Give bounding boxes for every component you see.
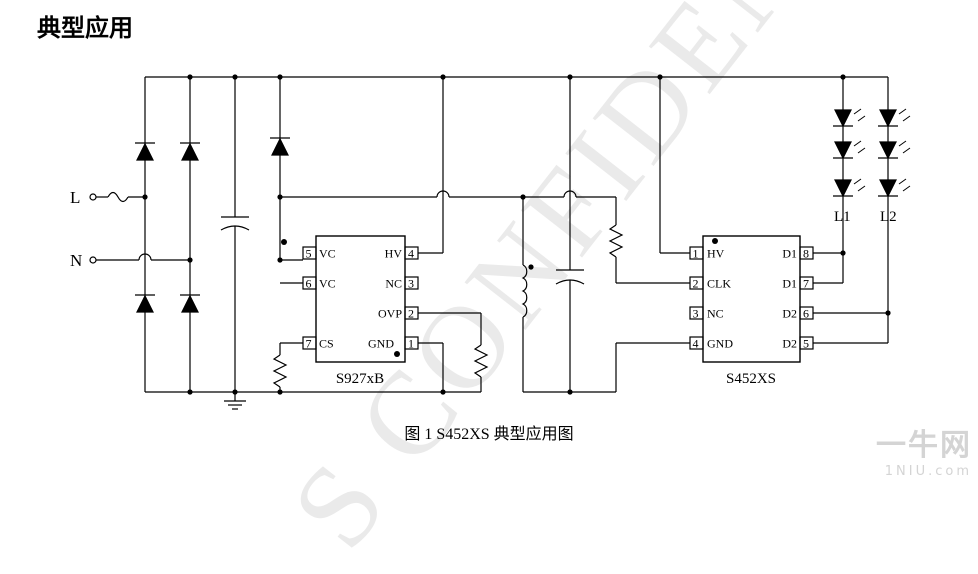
ic-s452xs-body (702, 235, 801, 363)
ic-left-pin-label: NC (385, 277, 402, 291)
supply-diode (271, 137, 289, 156)
ic-right-pin-label: D2 (782, 337, 797, 351)
junction-dots (142, 74, 891, 395)
ic-left-pin-label: CS (319, 337, 334, 351)
ic-right-pin-label: HV (707, 247, 725, 261)
ic-right-pin-num: 7 (803, 277, 809, 291)
section-heading: 典型应用 (37, 14, 133, 42)
ic-left-pin-num: 5 (306, 247, 312, 261)
ic-right-name: S452XS (726, 371, 776, 387)
ic-left-pin-label: GND (368, 337, 394, 351)
ic-right-pin-num: 5 (803, 337, 809, 351)
circuit-diagram: L N L1 L2 5 VC 6 VC 7 CS 4 HV 3 NC 2 OVP… (70, 74, 911, 410)
led-string-label-2: L2 (880, 209, 897, 225)
ic-left-pin-num: 1 (408, 337, 414, 351)
ic-left-pin-num: 6 (306, 277, 312, 291)
bridge-diode-3 (136, 294, 154, 313)
ic-left-name: S927xB (336, 371, 384, 387)
input-label-neutral: N (70, 251, 82, 270)
ic-left-pin-label: HV (385, 247, 403, 261)
figure-caption: 图 1 S452XS 典型应用图 (0, 420, 978, 444)
ic-left-pin-label: VC (319, 277, 336, 291)
ic-right-pin-label: D2 (782, 307, 797, 321)
ic-right-pin-num: 4 (693, 337, 699, 351)
ic-right-pin-label: NC (707, 307, 724, 321)
input-label-live: L (70, 188, 80, 207)
bridge-diode-4 (181, 294, 199, 313)
ic-right-pin-num: 2 (693, 277, 699, 291)
site-watermark: 一牛网 1NIU.com (876, 420, 972, 479)
ic-left-pin-num: 4 (408, 247, 414, 261)
ic-left-pin-label: VC (319, 247, 336, 261)
ic-right-pin-num: 3 (693, 307, 699, 321)
ic-right-pin-num: 8 (803, 247, 809, 261)
ic-right-pin-num: 1 (693, 247, 699, 261)
site-watermark-logo: 一牛网 (876, 428, 972, 463)
ic-left-pin-num: 3 (408, 277, 414, 291)
figure-number: 图 1 (404, 426, 433, 443)
bridge-diode-1 (136, 142, 154, 161)
ic-right-pin-num: 6 (803, 307, 809, 321)
ic-right-pin-label: CLK (707, 277, 731, 291)
ic-right-pin-label: GND (707, 337, 733, 351)
ic-right-pin-label: D1 (782, 277, 797, 291)
ic-left-pin-num: 2 (408, 307, 414, 321)
ic-left-pin-num: 7 (306, 337, 312, 351)
site-watermark-url: 1NIU.com (884, 464, 972, 479)
ic-left-pin-label: OVP (378, 307, 402, 321)
bridge-diode-2 (181, 142, 199, 161)
led-string-label-1: L1 (834, 209, 851, 225)
figure-caption-text: S452XS 典型应用图 (436, 426, 574, 443)
ic-s927xb-body (315, 235, 406, 363)
ic-right-pin-label: D1 (782, 247, 797, 261)
